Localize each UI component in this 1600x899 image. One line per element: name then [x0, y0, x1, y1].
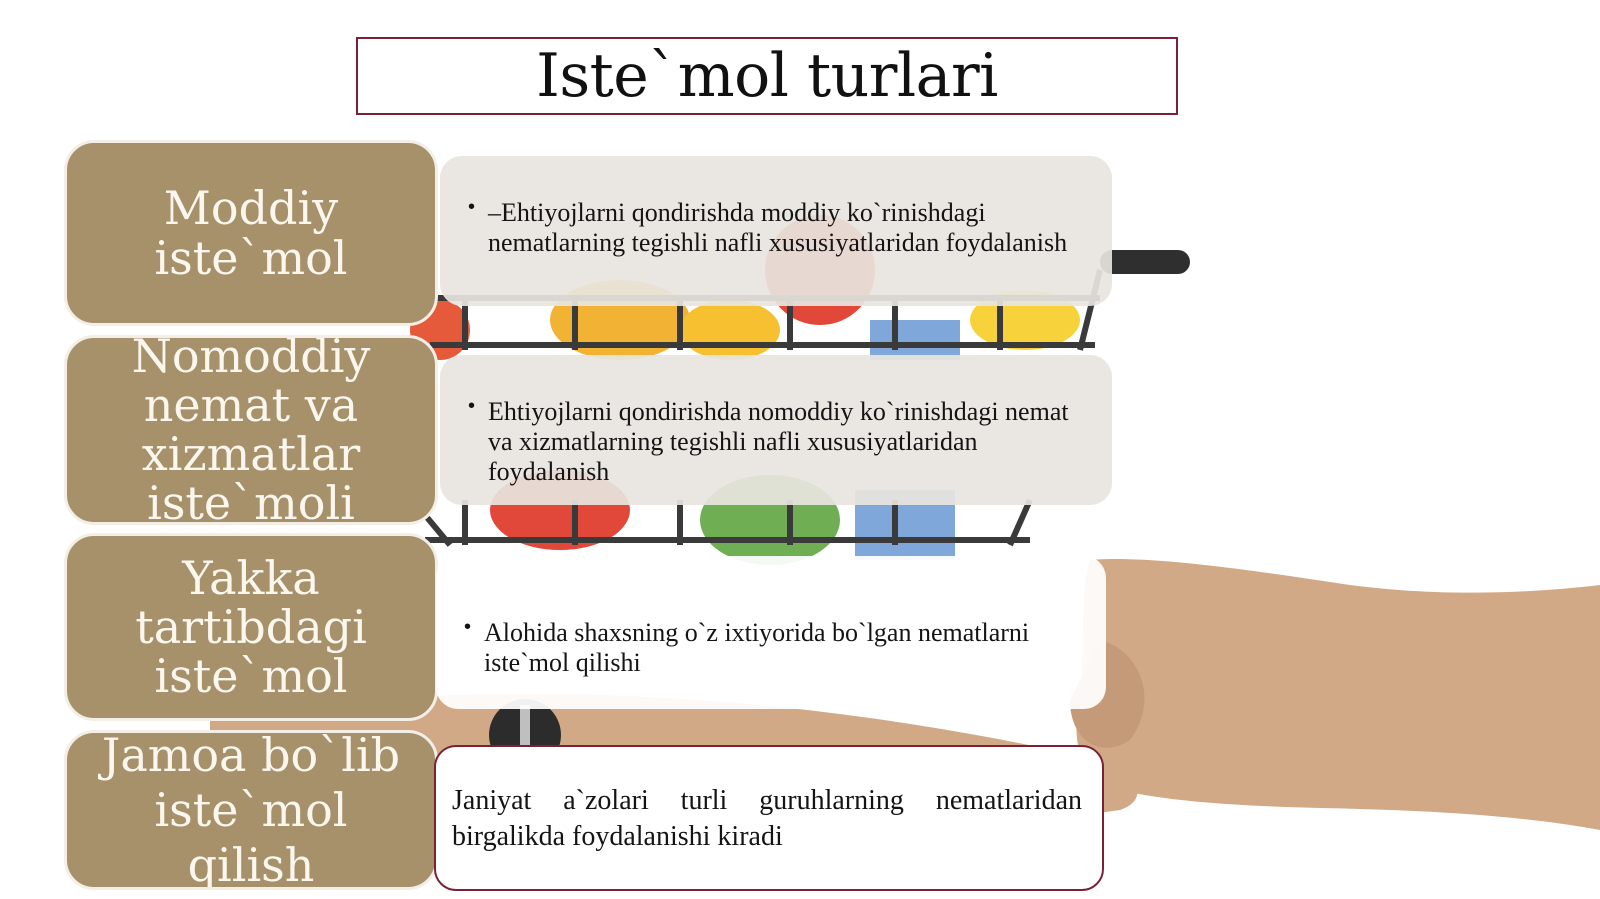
- type-description: Janiyat a`zolari turli guruhlarning nema…: [452, 785, 1082, 852]
- type-label: Jamoa bo`lib iste`mol qilish: [101, 730, 401, 890]
- type-description: Alohida shaxsning o`z ixtiyorida bo`lgan…: [464, 612, 1066, 678]
- type-label-box: Jamoa bo`lib iste`mol qilish: [64, 730, 438, 890]
- type-label: Yakka tartibdagi iste`mol: [135, 550, 367, 703]
- type-label-box: Moddiy iste`mol: [64, 140, 438, 326]
- type-label-box: Yakka tartibdagi iste`mol: [64, 533, 438, 721]
- type-description-box: –Ehtiyojlarni qondirishda moddiy ko`rini…: [440, 156, 1112, 306]
- type-description-box: Janiyat a`zolari turli guruhlarning nema…: [434, 745, 1104, 891]
- slide-title: Iste`mol turlari: [536, 41, 998, 111]
- type-description-box: Alohida shaxsning o`z ixtiyorida bo`lgan…: [436, 556, 1106, 709]
- slide-title-box: Iste`mol turlari: [356, 37, 1178, 115]
- type-description: Ehtiyojlarni qondirishda nomoddiy ko`rin…: [468, 391, 1086, 487]
- type-description-box: Ehtiyojlarni qondirishda nomoddiy ko`rin…: [440, 355, 1112, 505]
- type-label-box: Nomoddiy nemat va xizmatlar iste`moli: [64, 335, 438, 525]
- type-description: –Ehtiyojlarni qondirishda moddiy ko`rini…: [468, 192, 1072, 258]
- type-label: Moddiy iste`mol: [154, 181, 348, 285]
- type-label: Nomoddiy nemat va xizmatlar iste`moli: [131, 335, 371, 525]
